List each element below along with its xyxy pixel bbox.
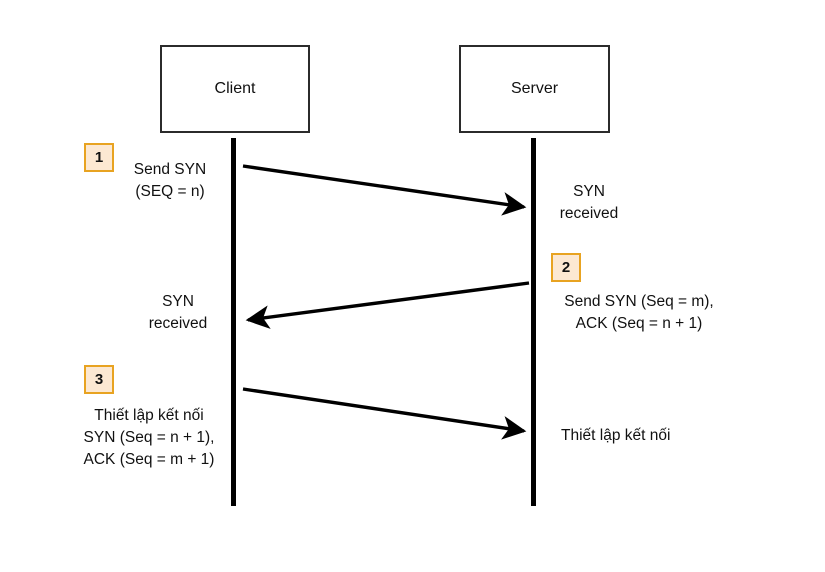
step-badge-3-number: 3	[94, 371, 104, 388]
note-step-1-source: Send SYN (SEQ = n)	[133, 161, 207, 200]
step-badge-1-number: 1	[94, 149, 104, 166]
arrow-step-1	[242, 164, 527, 216]
note-step-3-source: Thiết lập kết nối SYN (Seq = n + 1), ACK…	[83, 407, 215, 468]
lifeline-server	[531, 138, 536, 506]
participant-label-client: Client	[214, 80, 256, 98]
note-step-2-target: SYN received	[148, 293, 208, 332]
lifeline-client	[231, 138, 236, 506]
note-step-1-target: SYN received	[559, 183, 619, 222]
note-step-2-source: Send SYN (Seq = m), ACK (Seq = n + 1)	[564, 293, 714, 332]
step-badge-2-number: 2	[561, 259, 571, 276]
participant-box-server[interactable]: Server	[459, 45, 610, 133]
arrow-step-3	[242, 387, 527, 440]
step-badge-2[interactable]: 2	[551, 253, 581, 282]
note-step-3-target: Thiết lập kết nối	[561, 427, 671, 444]
participant-label-server: Server	[510, 80, 559, 98]
participant-box-client[interactable]: Client	[160, 45, 310, 133]
step-badge-3[interactable]: 3	[84, 365, 114, 394]
arrow-step-2	[245, 281, 530, 330]
step-badge-1[interactable]: 1	[84, 143, 114, 172]
